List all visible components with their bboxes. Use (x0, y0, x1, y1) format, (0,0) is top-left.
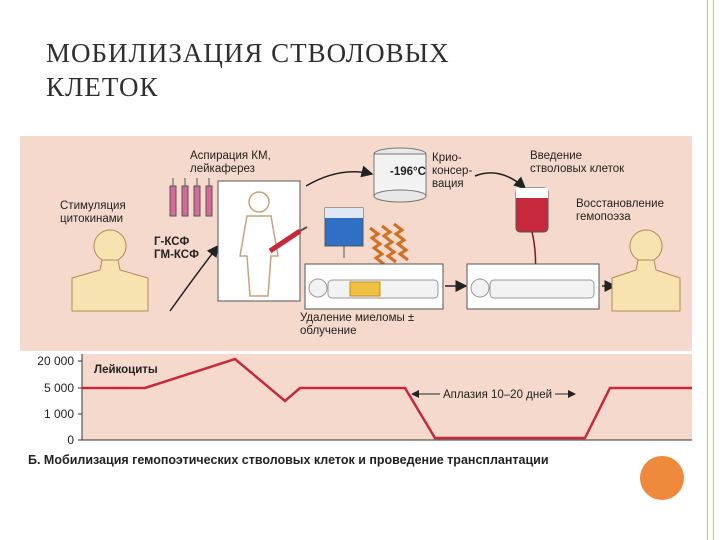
transplant-figure: Аспирация КМ, лейкаферез -196°C Крио- ко… (20, 136, 692, 478)
arrow-to-aspiration (169, 244, 219, 312)
arrow-to-cryo (305, 165, 374, 187)
slide-title: МОБИЛИЗАЦИЯ СТВОЛОВЫХ КЛЕТОК (46, 36, 646, 104)
y-tick-20000: 20 000 (37, 354, 74, 368)
figure-graphics (20, 136, 692, 441)
label-drugs: Г-КСФ ГМ-КСФ (154, 236, 199, 261)
cryo-tank-icon (373, 147, 427, 203)
label-recovery: Восстановление гемопоэза (576, 198, 664, 223)
figure-caption: Б. Мобилизация гемопоэтических стволовых… (28, 453, 549, 467)
chart-y-ticks (78, 360, 82, 441)
label-temperature: -196°C (390, 166, 426, 178)
leukocyte-curve (82, 357, 692, 440)
chart-background (82, 354, 692, 440)
lying-patient-icon-2 (470, 278, 595, 299)
patient-figure-left (71, 229, 149, 312)
iv-bag-blue-icon (324, 207, 364, 258)
patient-figure-right (611, 229, 681, 312)
label-cryo: Крио- консер- вация (432, 152, 473, 190)
label-aspiration: Аспирация КМ, лейкаферез (190, 150, 271, 175)
chart-series-label: Лейкоциты (94, 364, 158, 376)
slide-title-line2: КЛЕТОК (46, 72, 159, 102)
slide-border-line (707, 0, 708, 540)
decorative-orange-circle (640, 456, 684, 500)
y-tick-0: 0 (67, 433, 74, 447)
aspiration-syringe-icon (268, 226, 308, 254)
y-tick-1000: 1 000 (43, 407, 74, 421)
label-infusion: Введение стволовых клеток (530, 150, 625, 175)
lying-patient-icon-1 (308, 278, 439, 299)
aplasia-label: Аплазия 10–20 дней (440, 389, 556, 402)
slide-title-line1: МОБИЛИЗАЦИЯ СТВОЛОВЫХ (46, 38, 450, 68)
radiation-waves-icon (369, 222, 409, 266)
y-tick-5000: 5 000 (43, 381, 74, 395)
label-removal: Удаление миеломы ± облучение (300, 312, 415, 337)
label-stimulation: Стимуляция цитокинами (60, 200, 126, 225)
body-outline-icon (239, 191, 279, 297)
slide-border-line-outer (713, 0, 714, 540)
arrow-to-infusion (474, 172, 527, 189)
syringe-icons (169, 178, 213, 217)
